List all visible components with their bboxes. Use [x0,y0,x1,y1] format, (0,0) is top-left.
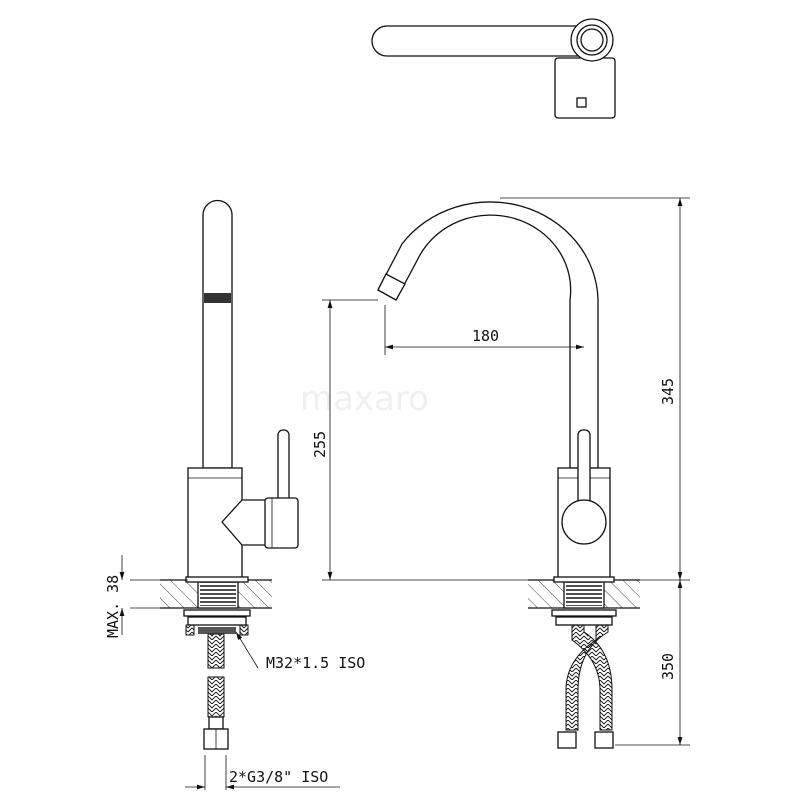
dim-max-deck: MAX. 38 [104,575,122,638]
top-view [371,18,616,119]
dimension-lines [119,197,690,790]
watermark: maxaro [300,379,429,419]
dim-total-height: 345 [659,378,677,405]
aerator [204,293,231,303]
label-mounting-thread: M32*1.5 ISO [266,654,365,672]
dim-spout-height: 255 [311,431,329,458]
dim-spout-reach: 180 [472,327,499,345]
dim-hose-length: 350 [659,653,677,680]
side-view [160,199,299,750]
front-view [377,201,640,749]
label-connection: 2*G3/8" ISO [229,768,328,786]
